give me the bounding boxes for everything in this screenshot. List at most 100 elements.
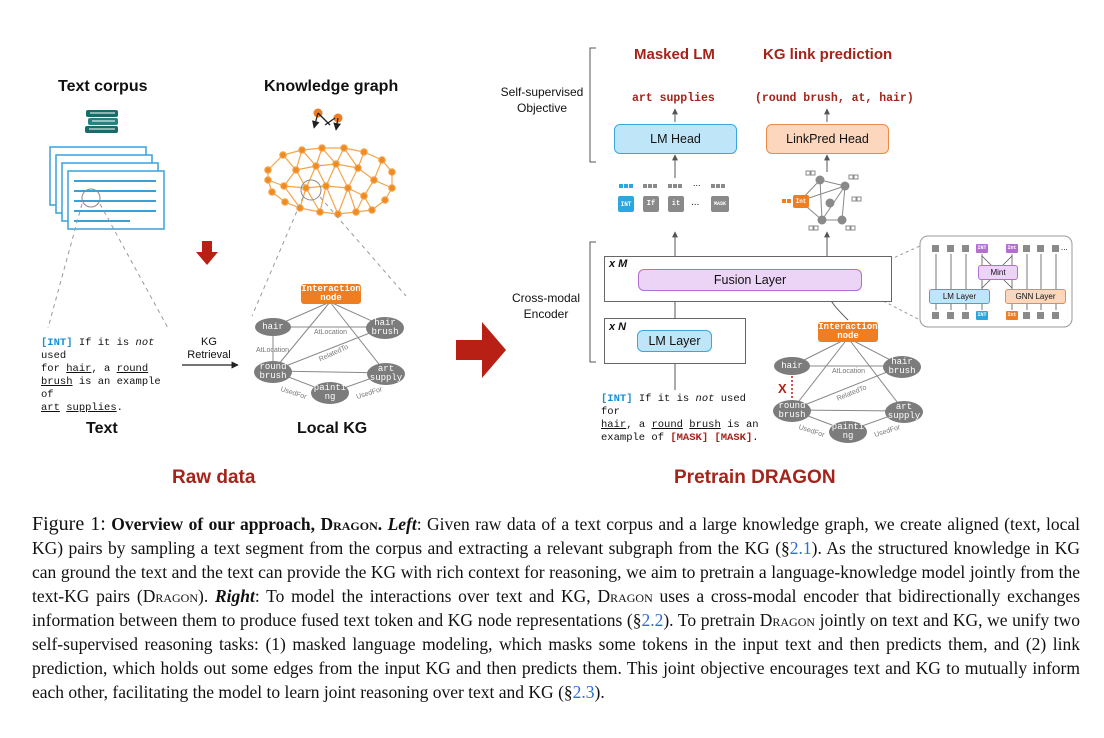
int-token: [INT] xyxy=(41,337,73,349)
caption-text: ). xyxy=(594,682,605,702)
inset-lm-layer-box: LM Layer xyxy=(929,289,990,304)
caption-text: jointly on text and KG, we unify two sel… xyxy=(32,610,1080,702)
text-fragment: . xyxy=(752,432,759,444)
token-ellipsis-top: ... xyxy=(693,178,701,188)
dragon-name: Dragon xyxy=(597,586,653,606)
text-label: Text xyxy=(86,420,118,437)
text-entity: brush xyxy=(41,376,73,388)
lm-layer-box: LM Layer xyxy=(637,330,712,352)
node-representations xyxy=(782,170,862,231)
caption-text: ). xyxy=(198,586,215,606)
right-arrow-icon xyxy=(456,322,506,378)
self-supervised-objective-label: Self-supervised Objective xyxy=(496,84,588,116)
pretrain-word: Pretrain xyxy=(674,467,752,488)
linkpred-output: (round brush, at, hair) xyxy=(755,92,914,105)
interaction-node-right: Interaction node xyxy=(818,322,878,342)
dragon-name: Dragon xyxy=(320,514,378,534)
section-ref-link[interactable]: 2.1 xyxy=(789,538,812,558)
document-stack-icon xyxy=(49,146,165,230)
cross-modal-encoder-label: Cross-modal Encoder xyxy=(500,290,592,322)
kg-node-hair-brush: hair brush xyxy=(366,317,404,339)
input-text-passage: [INT] If it is not used for hair, a roun… xyxy=(601,393,761,445)
text-corpus-title: Text corpus xyxy=(58,78,148,95)
figure-number: Figure 1: xyxy=(32,513,106,535)
caption-text: : Given raw data of a text corpus and a … xyxy=(32,514,1081,558)
right-keyword: Right xyxy=(214,586,255,606)
caption-dot: . xyxy=(377,514,383,534)
inset-mint-box: Mint xyxy=(978,265,1018,280)
dragon-name: Dragon xyxy=(759,610,816,630)
down-arrow-icon xyxy=(196,241,218,265)
text-fragment: If it is xyxy=(632,393,696,405)
text-fragment: used for xyxy=(601,393,746,418)
section-ref-link[interactable]: 2.3 xyxy=(572,682,595,702)
text-fragment: is an example of xyxy=(41,376,161,401)
text-fragment: example of xyxy=(601,432,671,444)
kg-link-prediction-title: KG link prediction xyxy=(763,46,893,63)
inset-ellipsis: ... xyxy=(1061,243,1068,252)
text-fragment: used xyxy=(41,350,67,362)
objective-line2: Objective xyxy=(516,101,568,115)
knowledge-graph-network xyxy=(264,144,396,218)
token-ellipsis: ... xyxy=(691,197,700,208)
kg-node-painting-right: painti ng xyxy=(829,421,867,443)
text-entity: hair xyxy=(66,363,92,375)
objective-line1: Self-supervised xyxy=(500,85,584,99)
knowledge-graph-title: Knowledge graph xyxy=(264,78,399,95)
left-keyword: Left xyxy=(387,514,417,534)
token-mask: MASK xyxy=(711,196,729,212)
edge-label: AtLocation xyxy=(832,368,866,375)
mlm-output: art supplies xyxy=(632,92,715,105)
caption-text: ). As the structured knowledge in KG can… xyxy=(32,538,1080,606)
dragon-name: Dragon xyxy=(142,586,199,606)
token-representations xyxy=(619,184,725,188)
dragon-word: DRAGON xyxy=(751,467,836,488)
kg-node-hair-right: hair xyxy=(774,357,810,375)
int-token: [INT] xyxy=(601,393,633,405)
text-entity: brush xyxy=(689,419,721,431)
figure-caption: Figure 1: Overview of our approach, Drag… xyxy=(32,512,1080,704)
kg-node-art-supply-right: art supply xyxy=(885,401,923,423)
fusion-layer-box: Fusion Layer xyxy=(638,269,862,291)
section-ref-link[interactable]: 2.2 xyxy=(641,610,664,630)
inset-int-node: Int xyxy=(1006,244,1018,253)
caption-text: uses a cross-modal encoder that bidirect… xyxy=(32,586,1081,630)
text-fragment: , a xyxy=(91,363,117,375)
encoder-line2: Encoder xyxy=(523,307,569,321)
token-it: it xyxy=(668,196,684,212)
caption-text: ). To pretrain xyxy=(663,610,760,630)
kg-node-hair-brush-right: hair brush xyxy=(883,356,921,378)
lm-head-box: LM Head xyxy=(614,124,737,154)
inset-int-token: INT xyxy=(976,244,988,253)
text-fragment: is an xyxy=(720,419,759,431)
local-kg-label: Local KG xyxy=(297,420,368,437)
kg-node-round-brush: round brush xyxy=(254,361,292,383)
text-entity: round xyxy=(651,419,683,431)
text-fragment: If it is xyxy=(72,337,136,349)
linkpred-head-box: LinkPred Head xyxy=(766,124,889,154)
token-int: INT xyxy=(618,196,634,212)
inset-gnn-layer-box: GNN Layer xyxy=(1005,289,1066,304)
edge-label: AtLocation xyxy=(314,329,348,336)
books-icon xyxy=(85,110,118,133)
kg-retrieval-line1: KG xyxy=(201,336,217,348)
kg-node-painting: painti ng xyxy=(311,382,349,404)
token-if: If xyxy=(643,196,659,212)
text-entity: hair xyxy=(601,419,627,431)
x-m-label: x M xyxy=(609,258,628,270)
kg-retrieval-line2: Retrieval xyxy=(187,349,231,361)
mask-token: [MASK] xyxy=(714,432,753,444)
text-fragment: for xyxy=(41,363,67,375)
x-n-label: x N xyxy=(609,321,627,333)
held-out-edge-mark: X xyxy=(778,381,787,396)
inset-diagram xyxy=(932,245,1059,319)
interaction-node: Interaction node xyxy=(301,284,361,304)
mask-token: [MASK] xyxy=(670,432,709,444)
raw-data-title: Raw data xyxy=(172,467,256,488)
inset-int-node-bottom: Int xyxy=(1006,311,1018,320)
text-entity: supplies xyxy=(66,402,117,414)
text-fragment: , a xyxy=(626,419,652,431)
text-fragment: not xyxy=(135,337,155,349)
sample-text-passage: [INT] If it is not used for hair, a roun… xyxy=(41,337,171,415)
